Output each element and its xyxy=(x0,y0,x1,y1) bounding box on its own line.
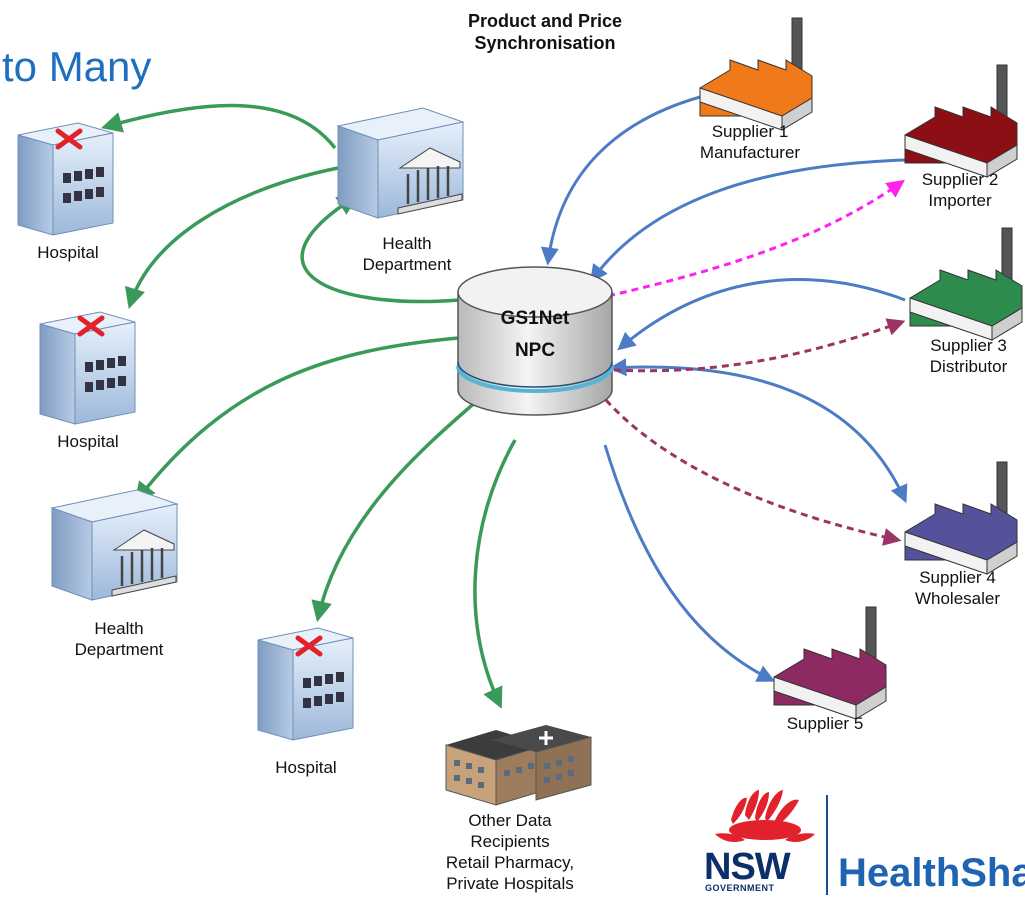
hospital-icon-1 xyxy=(17,122,114,236)
database-hub[interactable] xyxy=(456,266,614,416)
logo-divider xyxy=(826,795,828,895)
arrow-hub-to-dept2 xyxy=(134,336,459,504)
dashed-hub-to-supplier4 xyxy=(604,398,902,546)
hub-label-gs1net: GS1Net xyxy=(500,308,570,329)
hospital-icon-2 xyxy=(39,311,136,425)
heading-line-1: Product and Price xyxy=(467,11,623,31)
recipient-health-dept-2-label: Health Department xyxy=(74,619,164,659)
heading-line-2: Synchronisation xyxy=(474,33,616,53)
factory-icon-supplier-2 xyxy=(904,64,1018,178)
nsw-government-text: GOVERNMENT xyxy=(705,883,775,893)
supplier-4-label: Supplier 4 Wholesaler xyxy=(914,568,1001,608)
blue-arrows xyxy=(540,95,908,682)
hospital-complex-icon xyxy=(445,725,592,806)
factory-icon-supplier-1 xyxy=(699,17,813,131)
supplier-1-label: Supplier 1 Manufacturer xyxy=(699,122,801,162)
dashed-hub-to-supplier3 xyxy=(613,318,906,373)
arrow-hub-to-dept1 xyxy=(300,194,461,304)
arrow-dept1-to-hospital1 xyxy=(100,103,337,150)
recipient-hospital-1-label: Hospital xyxy=(37,243,99,262)
waratah-logo-icon xyxy=(715,790,815,842)
arrow-hub-to-other xyxy=(473,439,517,709)
factory-icon-supplier-4 xyxy=(904,461,1018,575)
arrow-hub-to-supplier4 xyxy=(608,358,908,504)
dashed-hub-to-supplier2 xyxy=(607,179,905,298)
hospital-icon-3 xyxy=(257,627,354,741)
supplier-3-label: Supplier 3 Distributor xyxy=(929,336,1008,376)
healthshare-brand-text: HealthSha xyxy=(838,851,1025,895)
health-department-icon-2 xyxy=(50,489,179,601)
nsw-logo-text: NSW xyxy=(704,846,791,888)
dashed-arrows xyxy=(604,179,906,546)
recipient-hospital-2-label: Hospital xyxy=(57,432,119,451)
arrow-supplier1-to-hub xyxy=(540,95,701,266)
factory-icon-supplier-5 xyxy=(773,606,887,720)
supplier-2-label: Supplier 2 Importer xyxy=(921,170,999,210)
factory-icon-supplier-3 xyxy=(909,227,1023,341)
supplier-5-label: Supplier 5 xyxy=(786,714,864,733)
slide-title-fragment: to Many xyxy=(2,43,152,90)
health-department-icon-1 xyxy=(336,107,465,219)
arrow-dept1-to-hospital2 xyxy=(124,166,339,310)
diagram-heading: Product and Price Synchronisation xyxy=(400,10,690,54)
hub-label-npc: NPC xyxy=(514,340,556,361)
recipient-health-dept-1-label: Health Department xyxy=(362,234,452,274)
arrow-supplier2-to-hub xyxy=(589,158,906,283)
green-arrows xyxy=(100,103,517,709)
recipient-other-label: Other Data Recipients Retail Pharmacy, P… xyxy=(445,811,575,893)
arrow-hub-to-supplier5 xyxy=(603,444,776,682)
recipient-hospital-3-label: Hospital xyxy=(275,758,337,777)
arrow-hub-to-hospital3 xyxy=(311,398,480,623)
arrow-supplier3-to-hub xyxy=(617,278,906,351)
